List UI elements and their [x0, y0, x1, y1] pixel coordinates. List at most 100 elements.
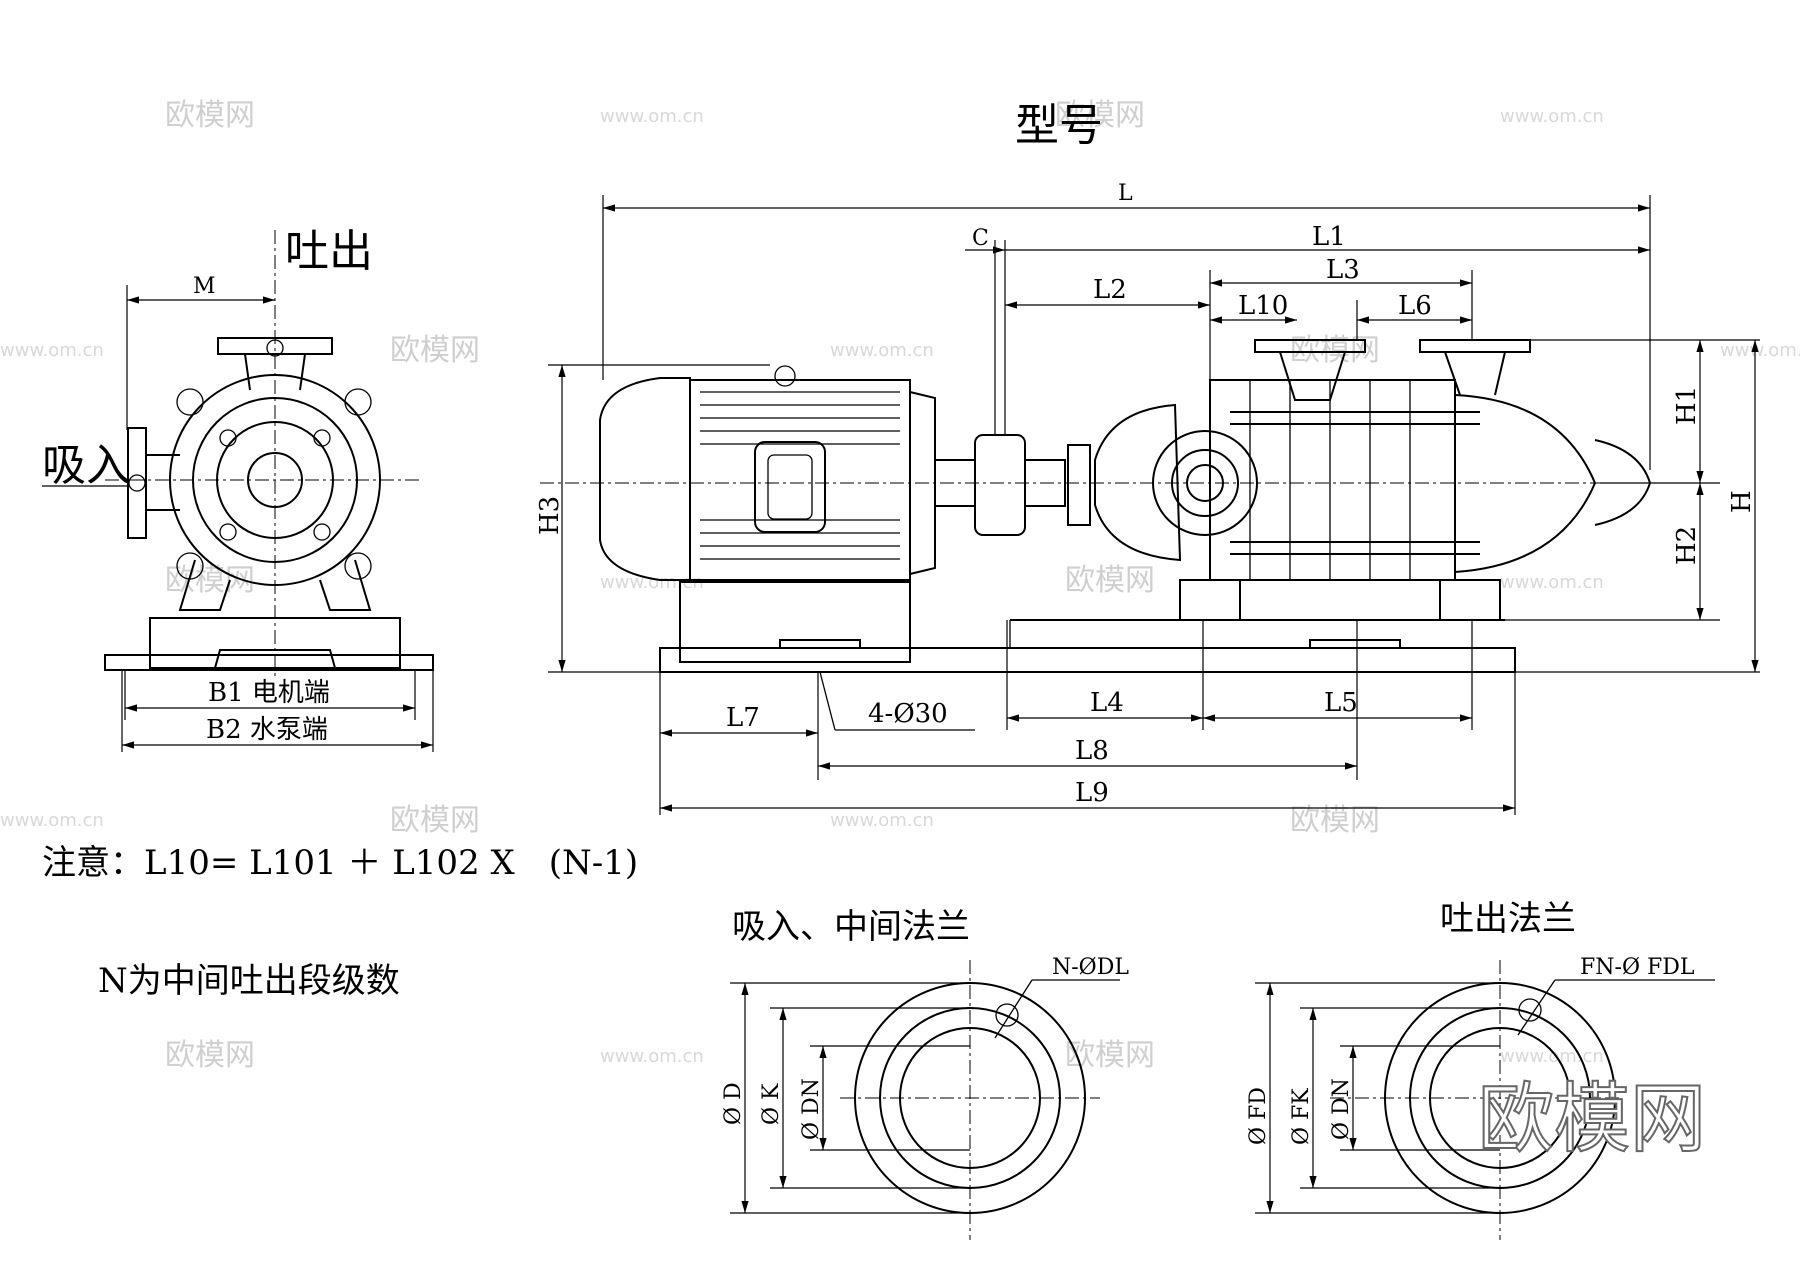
watermark-url: www.om.cn	[830, 340, 934, 361]
discharge-label: 吐出	[285, 226, 373, 277]
pedestal-arch	[214, 649, 336, 669]
watermark-brand: 欧模网	[1055, 98, 1145, 133]
watermark-url: www.om.cn	[600, 572, 704, 593]
dim-m-label: M	[193, 274, 216, 299]
suction-flange-title: 吸入、中间法兰	[732, 907, 970, 947]
bearing-housing	[1067, 444, 1091, 526]
shaft-seal	[1186, 464, 1224, 502]
drawing-title: 型号	[1015, 100, 1103, 151]
dim-h2-label: H2	[1672, 526, 1702, 565]
suction-neck	[146, 454, 180, 511]
shaft	[247, 452, 303, 508]
main-view: L L1 C L3 L2 L10 L6 H1 H2 H	[535, 181, 1760, 815]
discharge-end-cover	[1454, 393, 1597, 574]
watermark-url: www.om.cn	[600, 1046, 704, 1067]
dim-c-label: C	[972, 226, 989, 251]
discharge-holes-label: FN-Ø FDL	[1580, 955, 1695, 980]
pump-feet	[178, 559, 372, 611]
flange-bore	[899, 1027, 1041, 1169]
bolt-lug	[344, 552, 372, 580]
suction-nozzle-flange	[1254, 339, 1366, 353]
discharge-flange	[217, 337, 333, 355]
dim-h-label: H	[1727, 490, 1757, 513]
casing-hub	[216, 421, 334, 539]
dim-b2-label: B2 水泵端	[206, 715, 328, 745]
holes-label: 4-Ø30	[868, 699, 948, 729]
dim-l3-label: L3	[1326, 255, 1360, 285]
holes-leader	[819, 671, 836, 731]
suction-eye	[1171, 449, 1239, 517]
dim-l6-label: L6	[1398, 291, 1432, 321]
watermark-url: www.om.cn	[1500, 106, 1604, 127]
watermark-url: www.om.cn	[600, 106, 704, 127]
dim-l4-label: L4	[1090, 688, 1124, 718]
watermark-brand: 欧模网	[1065, 1038, 1155, 1073]
dim-k-label: Ø K	[759, 1083, 784, 1125]
flange-bolt-hole	[995, 1003, 1019, 1027]
dim-l7-label: L7	[726, 703, 760, 733]
bolt-hole	[313, 523, 331, 541]
casing-ring	[192, 397, 358, 563]
dim-dn-label: Ø DN	[1329, 1078, 1354, 1140]
suction-flange-view: 吸入、中间法兰 N-ØDL Ø D Ø K Ø DN	[721, 907, 1129, 1240]
dim-l8-label: L8	[1075, 736, 1109, 766]
discharge-flange-view: 吐出法兰 FN-Ø FDL Ø FD Ø FK Ø DN	[1246, 899, 1715, 1240]
bolt-lug	[344, 388, 372, 416]
anchor-pads	[779, 639, 1401, 648]
bolt-hole	[313, 429, 331, 447]
watermark-url: www.om.cn	[830, 810, 934, 831]
watermark-url: www.om.cn	[0, 340, 104, 361]
motor-endcap	[599, 377, 691, 581]
watermark-url: www.om.cn	[1720, 340, 1800, 361]
discharge-neck	[244, 353, 306, 391]
watermark-url: www.om.cn	[1500, 572, 1604, 593]
watermark-brand: 欧模网	[1065, 563, 1155, 598]
terminal-cover	[767, 454, 813, 520]
watermark-brand: 欧模网	[165, 1038, 255, 1073]
logo-watermark: 欧模网	[1478, 1074, 1706, 1163]
suction-holes-label: N-ØDL	[1052, 955, 1129, 980]
bolt-hole	[128, 474, 146, 492]
pump-foot	[1179, 579, 1241, 621]
suction-casing	[1152, 430, 1258, 536]
terminal-box	[754, 441, 826, 533]
hole-leader	[1517, 979, 1556, 1036]
dim-d-label: Ø D	[721, 1082, 746, 1125]
dim-h1-label: H1	[1672, 386, 1702, 425]
base-frame	[659, 647, 1516, 673]
dim-l2-label: L2	[1093, 275, 1127, 305]
pump-shaft	[1024, 459, 1066, 507]
watermark-brand: 欧模网	[390, 333, 480, 368]
motor-body	[689, 379, 911, 581]
flange-bore	[1429, 1027, 1571, 1169]
watermark-brand: 欧模网	[165, 98, 255, 133]
dim-b1-label: B1 电机端	[208, 678, 330, 708]
bolt-hole	[219, 523, 237, 541]
suction-end-cover	[1094, 403, 1182, 562]
hole-leader	[994, 979, 1033, 1039]
dim-l-label: L	[1118, 181, 1133, 206]
discharge-nozzle	[1444, 351, 1506, 396]
bolt-lug	[176, 388, 204, 416]
flange-bolt-hole	[1518, 998, 1542, 1022]
dim-l10-label: L10	[1238, 291, 1288, 321]
motor-stand	[679, 581, 911, 663]
watermark-brand: 欧模网	[165, 563, 255, 598]
pump-casing	[169, 374, 381, 586]
suction-flange	[127, 427, 147, 539]
bolt-hole	[219, 429, 237, 447]
dim-l5-label: L5	[1324, 688, 1358, 718]
dim-l1-label: L1	[1312, 222, 1346, 252]
watermark-url: www.om.cn	[0, 810, 104, 831]
note-formula: 注意：L10= L101 ＋ L102 X (N-1)	[42, 843, 638, 883]
dim-fd-label: Ø FD	[1246, 1087, 1271, 1145]
tie-bolts	[1230, 411, 1480, 555]
stage-divisions	[1249, 380, 1411, 580]
lifting-eye	[774, 365, 796, 387]
watermark-brand: 欧模网	[1290, 333, 1380, 368]
discharge-flange-title: 吐出法兰	[1440, 899, 1576, 939]
discharge-nozzle-flange	[1419, 339, 1531, 353]
bolt-hole	[266, 339, 284, 357]
note-stage-count: N为中间吐出段级数	[98, 961, 400, 1001]
